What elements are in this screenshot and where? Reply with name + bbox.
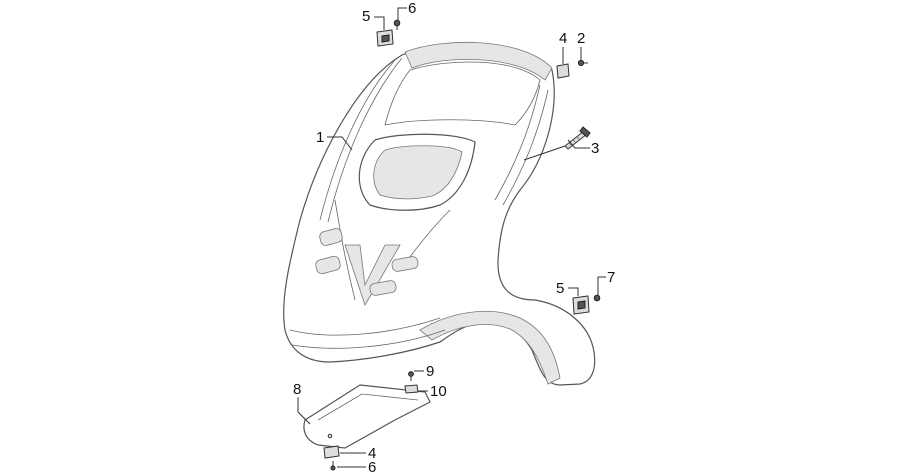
callout-8: 8	[293, 381, 301, 398]
screw-right	[577, 59, 588, 67]
callout-5-top: 5	[362, 8, 370, 25]
callout-2: 2	[577, 30, 585, 47]
screw-bottom	[330, 461, 336, 471]
clip-nut-top	[376, 29, 394, 47]
clip-nut-right	[556, 63, 570, 79]
callout-6-top: 6	[408, 0, 416, 17]
bolt-long	[564, 126, 591, 150]
callout-7: 7	[607, 269, 615, 286]
callout-4-right: 4	[559, 30, 567, 47]
callout-4-bottom: 4	[368, 445, 376, 462]
callout-6-bottom: 6	[368, 459, 376, 473]
front-shield-part	[283, 42, 596, 386]
callout-9: 9	[426, 363, 434, 380]
clip-nut-lower-right	[572, 295, 590, 315]
callout-5-lower-right: 5	[556, 280, 564, 297]
leader-lines	[297, 7, 606, 468]
callout-labels: 1 2 3 4 4 5 5 6 6 7 8 9 10	[293, 0, 615, 473]
screw-lower-right	[593, 294, 601, 302]
callout-1: 1	[316, 129, 324, 146]
washer-small	[404, 384, 419, 394]
cover-plate-part	[303, 384, 431, 449]
callout-3: 3	[591, 140, 599, 157]
screw-top	[393, 19, 401, 30]
screw-small	[408, 371, 414, 381]
callout-10: 10	[430, 383, 447, 400]
clip-nut-bottom	[323, 445, 340, 459]
